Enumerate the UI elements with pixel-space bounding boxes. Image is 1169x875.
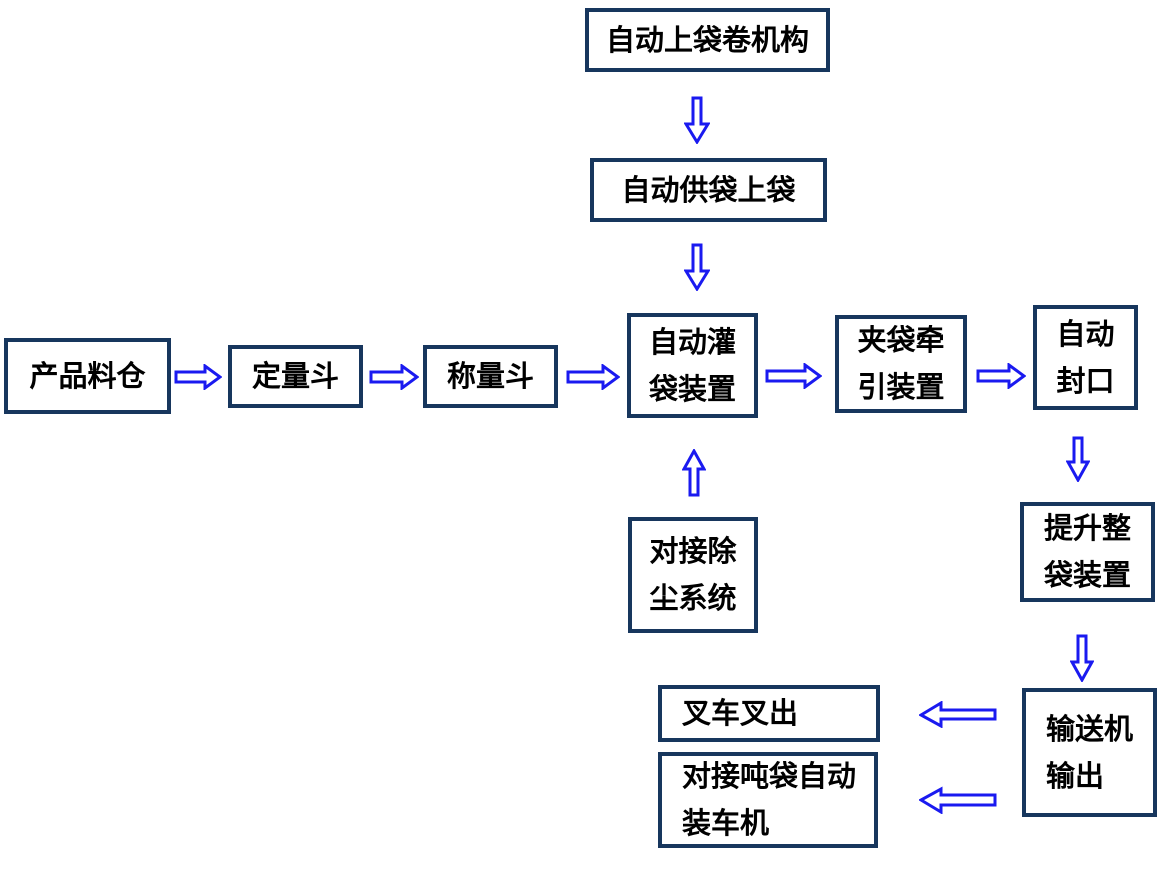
node-label: 自动灌	[648, 324, 736, 359]
node-forklift-out: 叉车叉出	[658, 685, 880, 742]
node-bag-clamping: 夹袋牵 引装置	[835, 315, 967, 413]
node-label: 输出	[1046, 758, 1105, 793]
node-label: 自动供袋上袋	[621, 172, 796, 207]
node-label: 袋装置	[648, 371, 736, 406]
arrow-lifting-to-conveyor-icon	[1070, 634, 1094, 682]
node-auto-sealing: 自动 封口	[1033, 305, 1138, 410]
node-label: 提升整	[1043, 511, 1131, 545]
node-label: 尘系统	[649, 581, 737, 615]
arrow-bagsupply-to-filling-icon	[684, 243, 710, 291]
arrow-dust-to-filling-icon	[682, 449, 706, 497]
arrow-conveyor-to-forklift-icon	[919, 701, 997, 728]
node-dust-removal: 对接除 尘系统	[628, 517, 758, 633]
node-label: 输送机	[1046, 711, 1134, 746]
node-label: 引装置	[857, 370, 945, 404]
node-label: 产品料仓	[29, 358, 146, 393]
node-label: 对接吨袋自动	[682, 759, 857, 793]
node-label: 自动上袋卷机构	[605, 22, 809, 57]
node-bag-roll-mechanism: 自动上袋卷机构	[585, 8, 830, 72]
node-auto-filling: 自动灌 袋装置	[627, 313, 758, 418]
arrow-clamping-to-sealing-icon	[976, 363, 1026, 389]
arrow-silo-to-dosing-icon	[174, 364, 222, 390]
node-weighing-hopper: 称量斗	[423, 345, 558, 408]
node-label: 称量斗	[446, 359, 534, 393]
node-product-silo: 产品料仓	[4, 338, 171, 414]
arrow-filling-to-clamping-icon	[765, 363, 822, 389]
node-label: 对接除	[649, 534, 737, 568]
arrow-sealing-to-lifting-icon	[1066, 436, 1090, 482]
node-label: 定量斗	[251, 359, 339, 393]
node-label: 装车机	[682, 806, 770, 840]
arrow-weighing-to-filling-icon	[566, 364, 620, 390]
node-truck-loader: 对接吨袋自动 装车机	[658, 752, 878, 848]
node-label: 袋装置	[1043, 558, 1131, 592]
node-bag-supply: 自动供袋上袋	[590, 158, 827, 222]
node-label: 叉车叉出	[682, 696, 799, 730]
node-dosing-hopper: 定量斗	[228, 345, 363, 408]
arrow-dosing-to-weighing-icon	[369, 364, 419, 390]
node-conveyor-output: 输送机 输出	[1022, 688, 1157, 817]
node-label: 夹袋牵	[857, 323, 945, 357]
node-label: 自动	[1056, 316, 1115, 351]
arrow-conveyor-to-truckloader-icon	[919, 786, 997, 814]
node-label: 封口	[1056, 363, 1115, 398]
arrow-bagroll-to-bagsupply-icon	[684, 96, 710, 144]
node-bag-lifting: 提升整 袋装置	[1020, 502, 1155, 602]
